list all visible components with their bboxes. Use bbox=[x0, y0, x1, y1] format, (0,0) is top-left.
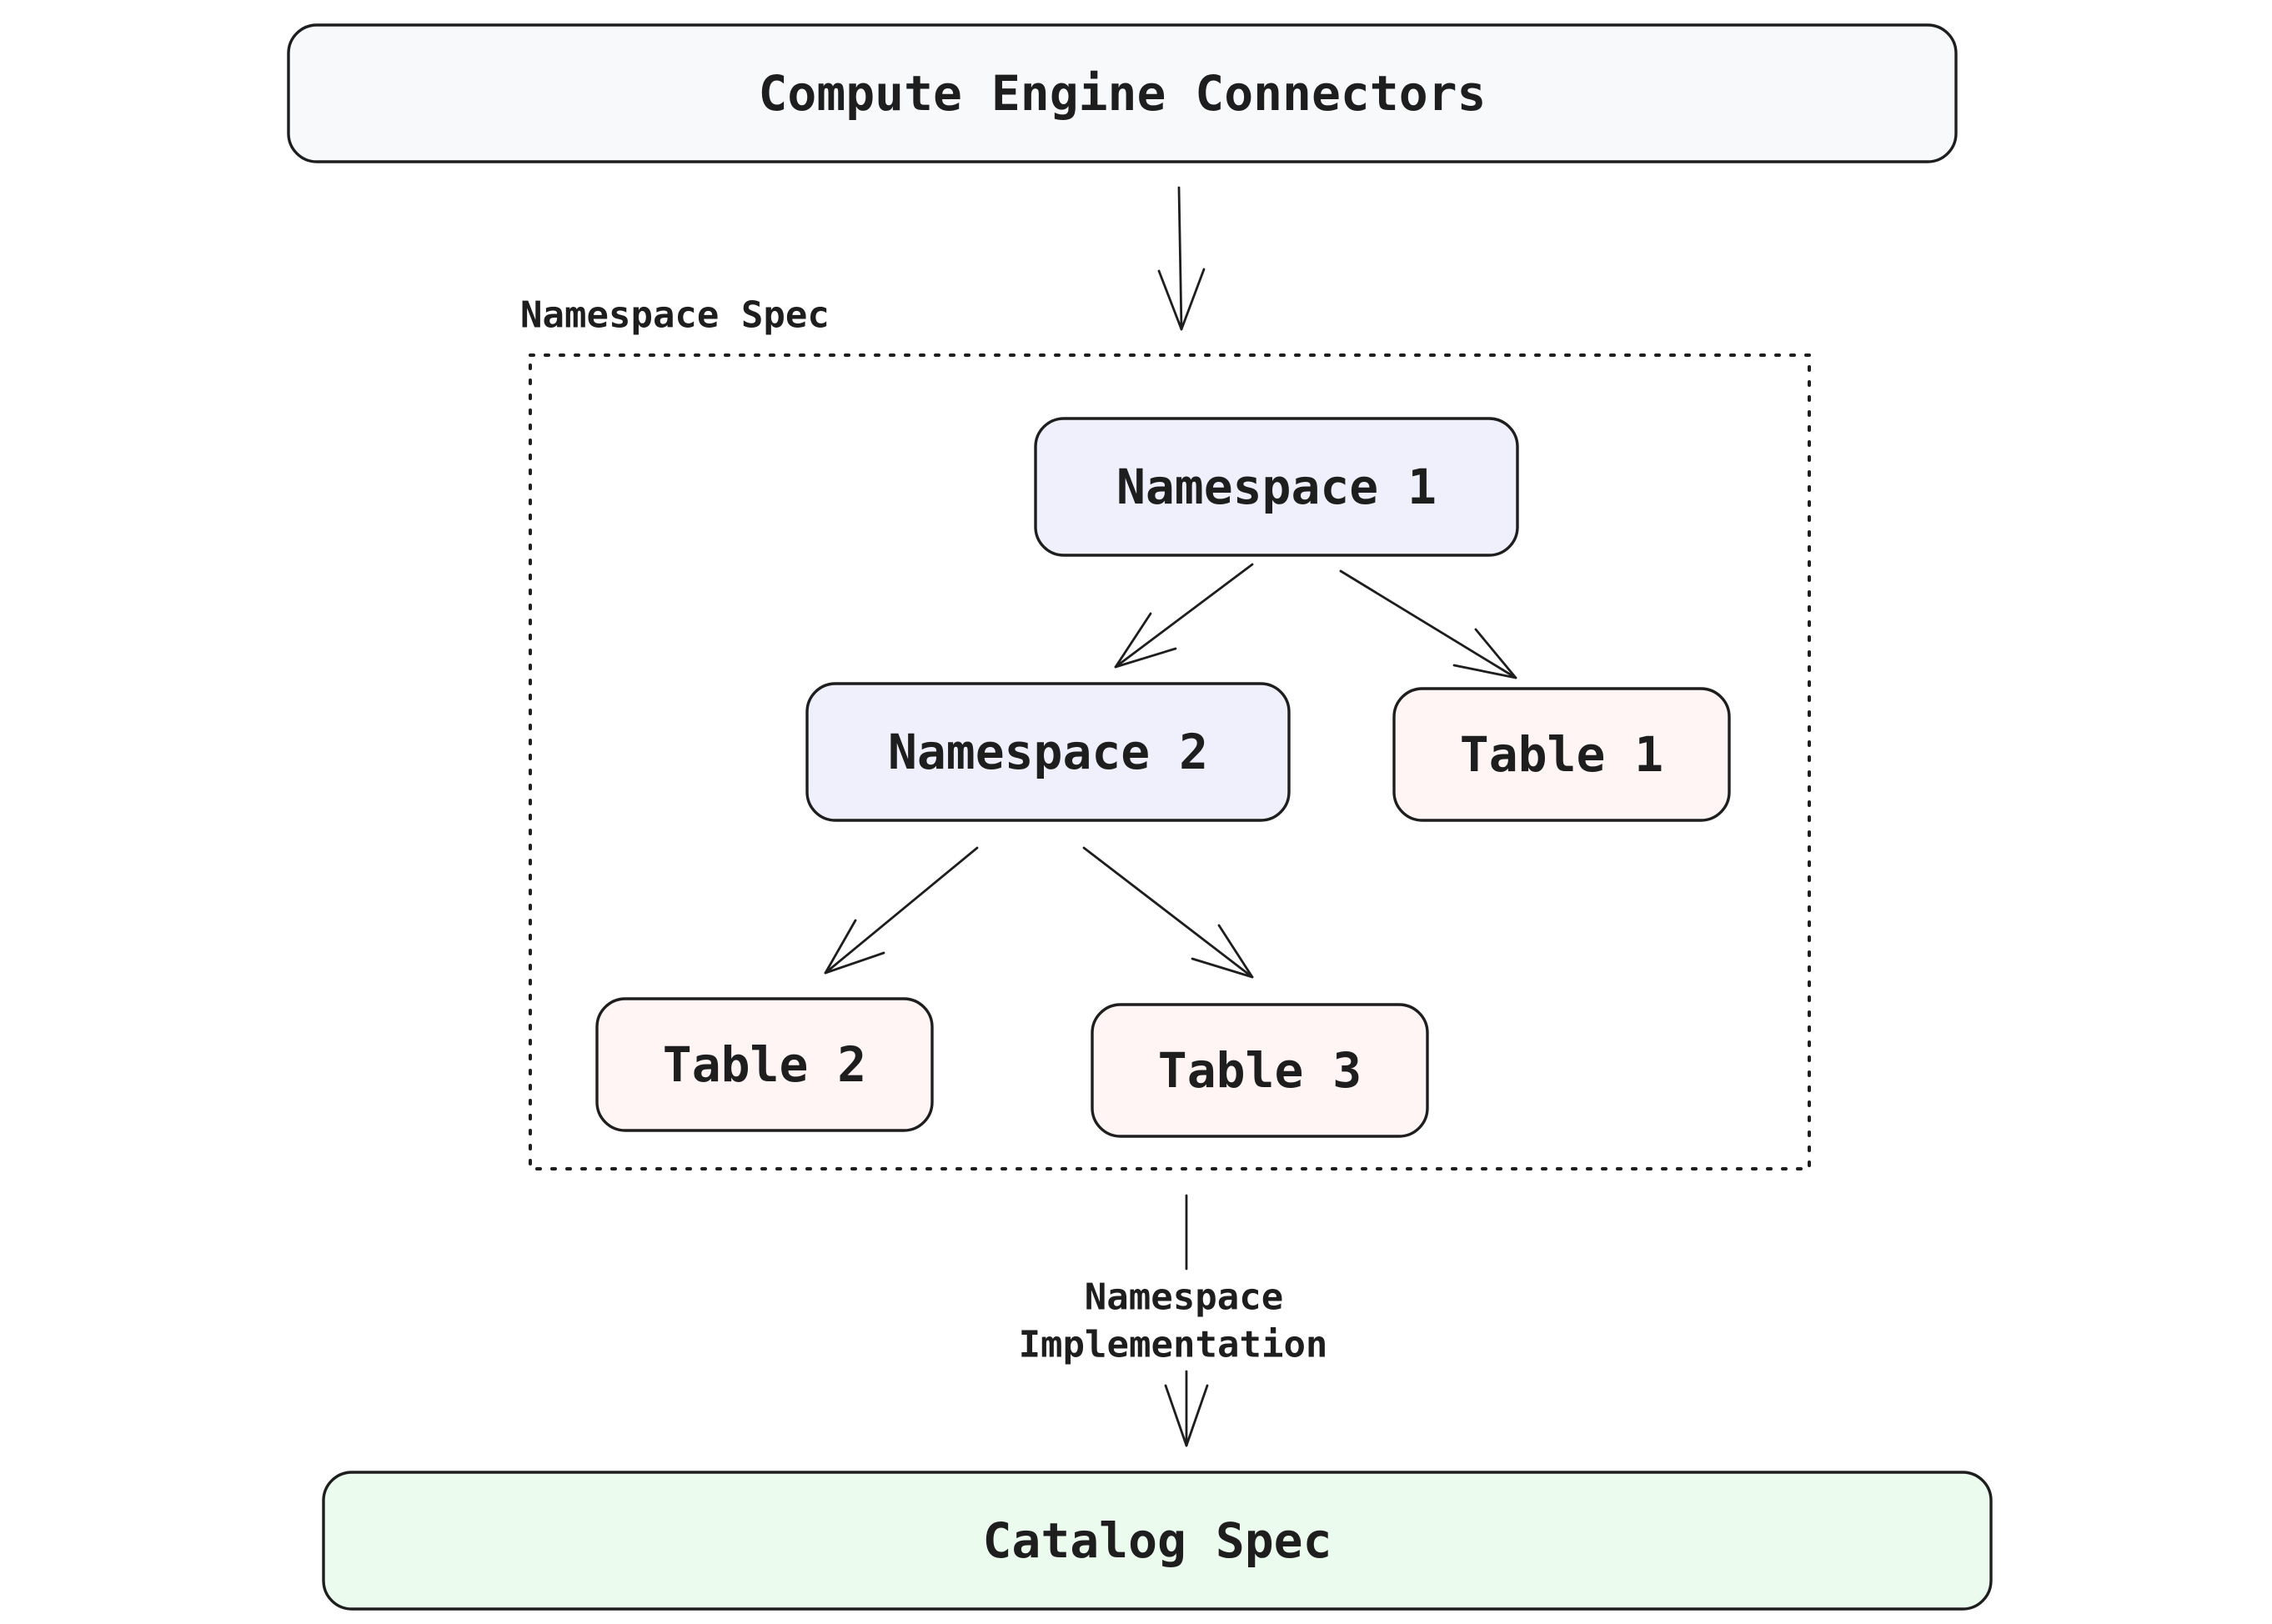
namespace-1-to-table-1-arrow bbox=[1339, 569, 1517, 679]
compute-engine-connectors-node: Compute Engine Connectors bbox=[287, 23, 1958, 163]
namespace-1-node: Namespace 1 bbox=[1034, 417, 1519, 557]
namespace-2-to-table-2-arrow bbox=[824, 846, 979, 975]
compute-engine-connectors-box bbox=[287, 23, 1958, 163]
namespace-1-to-namespace-2-arrow bbox=[1114, 563, 1254, 669]
namespace-2-box bbox=[805, 682, 1291, 822]
catalog-spec-node: Catalog Spec bbox=[322, 1471, 1993, 1611]
namespace-implementation-arrow: Namespace Implementation bbox=[1019, 1194, 1328, 1447]
table-1-box bbox=[1392, 687, 1731, 822]
namespace-spec-frame: Namespace Spec bbox=[520, 294, 1811, 1170]
table-3-box bbox=[1091, 1003, 1429, 1138]
compute-engine-connectors-label: Compute Engine Connectors bbox=[759, 65, 1487, 122]
connectors-to-namespace-spec-arrow bbox=[1157, 186, 1206, 331]
table-2-node: Table 2 bbox=[595, 997, 934, 1132]
namespace-spec-label: Namespace Spec bbox=[520, 294, 830, 337]
namespace-spec-border bbox=[529, 353, 1811, 1170]
table-3-node: Table 3 bbox=[1091, 1003, 1429, 1138]
namespace-1-label: Namespace 1 bbox=[1116, 459, 1437, 515]
table-1-node: Table 1 bbox=[1392, 687, 1731, 822]
namespace-implementation-label-line-2: Implementation bbox=[1019, 1324, 1328, 1366]
namespace-2-to-table-3-arrow bbox=[1082, 846, 1254, 979]
table-3-label: Table 3 bbox=[1158, 1042, 1362, 1099]
table-2-box bbox=[595, 997, 934, 1132]
catalog-spec-label: Catalog Spec bbox=[982, 1512, 1332, 1569]
table-2-label: Table 2 bbox=[663, 1036, 866, 1093]
catalog-spec-box bbox=[322, 1471, 1993, 1611]
namespace-2-label: Namespace 2 bbox=[888, 724, 1208, 780]
namespace-2-node: Namespace 2 bbox=[805, 682, 1291, 822]
table-1-label: Table 1 bbox=[1460, 726, 1663, 783]
namespace-1-box bbox=[1034, 417, 1519, 557]
namespace-implementation-label-line-1: Namespace bbox=[1085, 1276, 1283, 1319]
